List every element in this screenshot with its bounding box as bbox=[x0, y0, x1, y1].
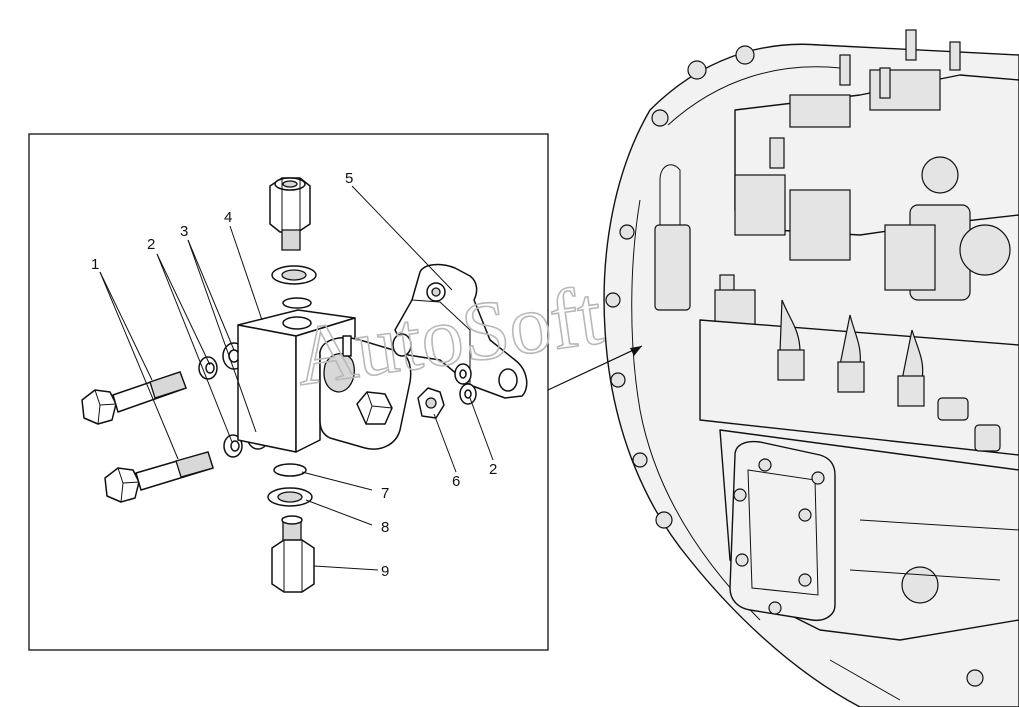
upper-seal-washer bbox=[271, 265, 317, 285]
upper-o-ring bbox=[282, 297, 312, 309]
callout-8: 8 bbox=[381, 519, 389, 536]
lower-seal-washer bbox=[267, 487, 313, 507]
bolt-upper bbox=[81, 371, 187, 425]
callout-9: 9 bbox=[381, 563, 389, 580]
arrow-right-icon bbox=[547, 345, 643, 391]
detail-view-frame bbox=[28, 133, 549, 651]
spring-washer-right bbox=[454, 363, 477, 405]
callout-2-right: 2 bbox=[489, 461, 497, 478]
bolt-lower bbox=[104, 451, 214, 503]
callout-6: 6 bbox=[452, 473, 460, 490]
mounting-bracket bbox=[392, 263, 528, 399]
leader-lines bbox=[99, 185, 494, 571]
callout-2-left: 2 bbox=[147, 236, 155, 253]
callout-5: 5 bbox=[345, 170, 353, 187]
engine-assembly bbox=[603, 29, 1019, 707]
spring-washer-upper bbox=[198, 356, 218, 380]
upper-fitting bbox=[269, 177, 311, 251]
callout-4: 4 bbox=[224, 209, 232, 226]
watermark: AutoSoft bbox=[290, 269, 608, 404]
callout-3: 3 bbox=[180, 223, 188, 240]
lower-o-ring bbox=[273, 463, 307, 477]
lower-fitting bbox=[271, 515, 315, 593]
callout-7: 7 bbox=[381, 485, 389, 502]
filter-body bbox=[237, 309, 412, 453]
callout-1: 1 bbox=[91, 256, 99, 273]
hex-nut bbox=[417, 387, 445, 419]
